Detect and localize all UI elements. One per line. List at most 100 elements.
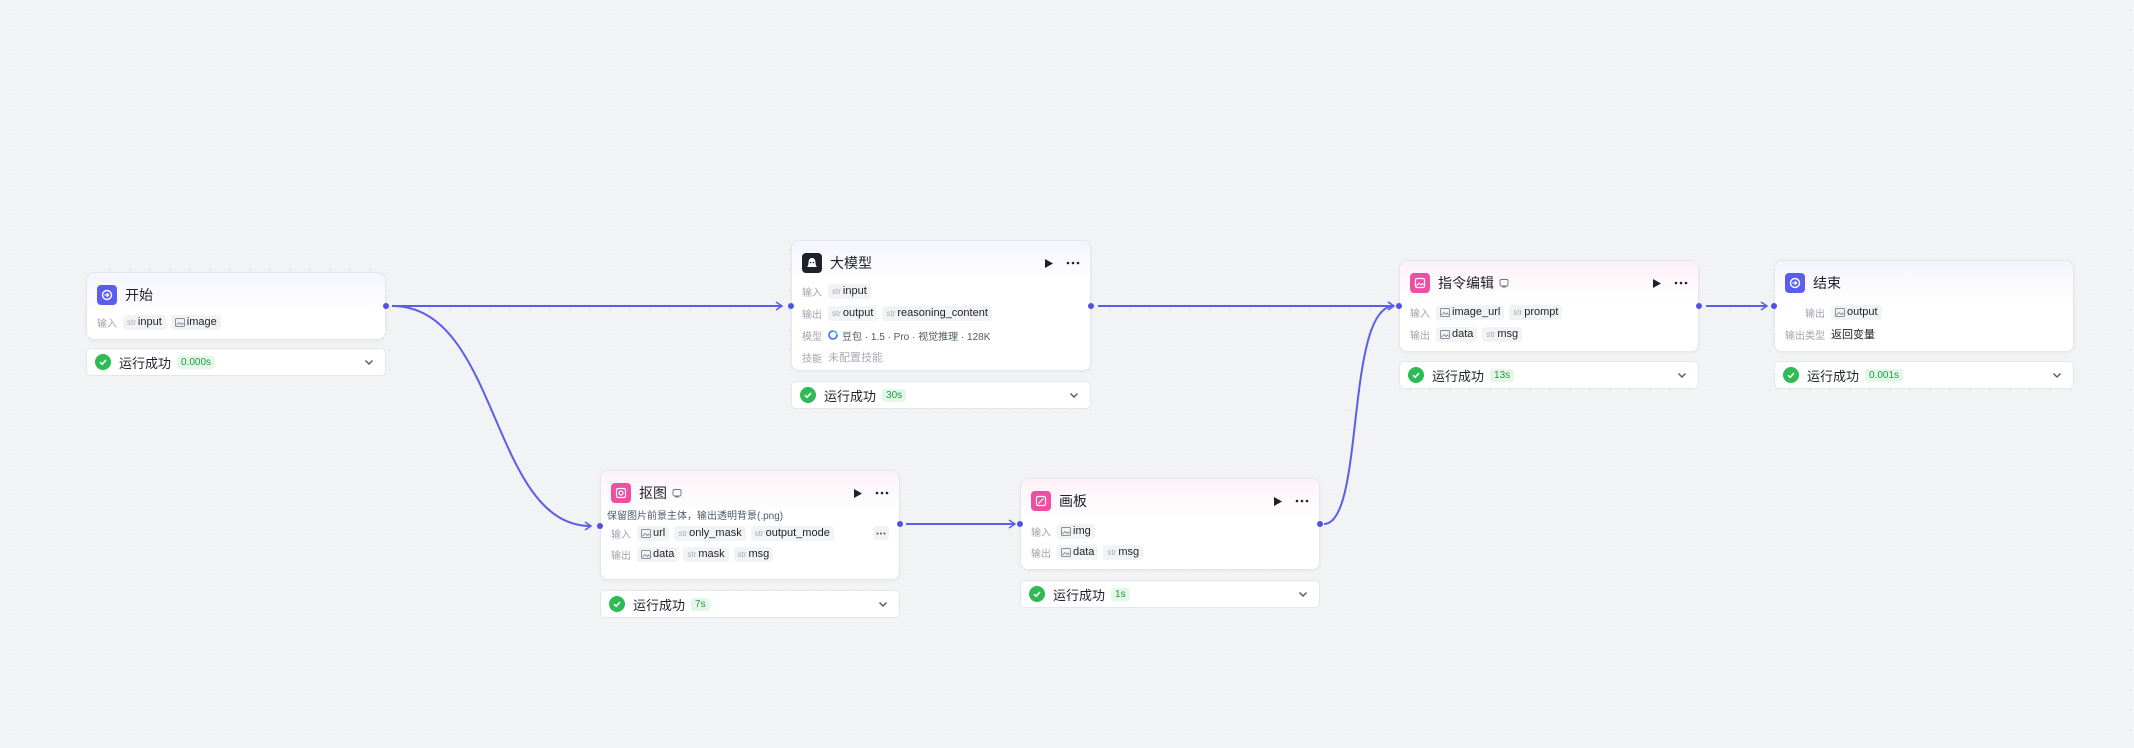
doubao-logo-icon: [828, 330, 838, 340]
output-port[interactable]: [1696, 303, 1702, 309]
param-name: data: [1452, 328, 1474, 340]
run-button[interactable]: [853, 488, 863, 499]
run-status-bar[interactable]: 运行成功 0.001s: [1774, 361, 2074, 389]
duration-badge: 30s: [882, 388, 907, 402]
end-icon: [1785, 273, 1805, 293]
node-title: 抠图: [639, 485, 667, 501]
chevron-down-icon[interactable]: [1676, 369, 1688, 381]
success-check-icon: [1408, 367, 1424, 383]
cutout-icon: [611, 483, 631, 503]
input-port[interactable]: [1396, 303, 1402, 309]
output-label: 输出: [1410, 330, 1430, 342]
success-check-icon: [1029, 586, 1045, 602]
duration-badge: 0.001s: [1865, 368, 1904, 382]
duration-badge: 0.000s: [177, 355, 216, 369]
run-button[interactable]: [1273, 496, 1283, 507]
run-button[interactable]: [1652, 278, 1662, 289]
type-prefix: str: [754, 528, 764, 538]
type-prefix: str: [678, 528, 688, 538]
duration-badge: 1s: [1111, 587, 1130, 601]
chevron-down-icon[interactable]: [1297, 588, 1309, 600]
input-port[interactable]: [1771, 303, 1777, 309]
duration-badge: 13s: [1490, 368, 1515, 382]
param-name: image_url: [1452, 306, 1501, 318]
image-type-icon: [1440, 307, 1450, 317]
input-port[interactable]: [597, 523, 603, 529]
more-icon[interactable]: [1674, 281, 1688, 285]
param-chip: image_url: [1436, 304, 1505, 320]
output-type-value: 返回变量: [1831, 329, 1875, 341]
more-params-icon[interactable]: [873, 526, 889, 540]
model-name: 豆包 · 1.5 · Pro · 视觉推理 · 128K: [842, 331, 991, 343]
node-title: 开始: [125, 287, 153, 303]
run-status-bar[interactable]: 运行成功 0.000s: [86, 348, 386, 376]
param-name: image: [186, 316, 217, 328]
edge-start-cutout: [391, 305, 593, 531]
edge-canvas-edit: [1323, 301, 1396, 525]
node-title: 结束: [1813, 275, 1841, 291]
chevron-down-icon[interactable]: [2051, 369, 2063, 381]
more-icon[interactable]: [1295, 499, 1309, 503]
image-type-icon: [174, 317, 185, 327]
status-text: 运行成功: [1807, 368, 1860, 384]
llm-icon: [802, 253, 822, 273]
input-label: 输入: [1031, 527, 1051, 539]
output-label: 输出: [1805, 308, 1825, 320]
output-label: 输出: [1031, 548, 1051, 560]
chevron-down-icon[interactable]: [877, 598, 889, 610]
node-title: 指令编辑: [1438, 275, 1494, 291]
output-type-label: 输出类型: [1785, 330, 1825, 342]
input-label: 输入: [97, 318, 117, 330]
output-port[interactable]: [897, 521, 903, 527]
param-name: input: [842, 285, 867, 297]
more-icon[interactable]: [1066, 261, 1080, 265]
run-status-bar[interactable]: 运行成功 7s: [600, 590, 900, 618]
type-prefix: str: [1513, 307, 1523, 317]
success-check-icon: [95, 354, 111, 370]
param-name: output: [842, 307, 874, 319]
param-name: msg: [1497, 328, 1519, 340]
more-icon[interactable]: [875, 491, 889, 495]
run-button[interactable]: [1044, 258, 1054, 269]
output-port[interactable]: [383, 303, 389, 309]
param-name: img: [1073, 525, 1091, 537]
chevron-down-icon[interactable]: [363, 356, 375, 368]
output-port[interactable]: [1088, 303, 1094, 309]
param-name: reasoning_content: [897, 307, 988, 319]
node-end[interactable]: 结束 输出 output 输出类型 返回变量: [1774, 260, 2074, 352]
image-type-icon: [641, 528, 651, 538]
param-chip: image: [170, 314, 221, 330]
input-port[interactable]: [788, 303, 794, 309]
input-label: 输入: [1410, 308, 1430, 320]
node-description: 保留图片前景主体，输出透明背景(.png): [607, 510, 784, 522]
model-label: 模型: [802, 331, 822, 343]
node-title: 画板: [1059, 493, 1087, 509]
param-chip: data: [637, 546, 679, 562]
input-port[interactable]: [1017, 521, 1023, 527]
output-port[interactable]: [1317, 521, 1323, 527]
output-label: 输出: [802, 309, 822, 321]
chevron-down-icon[interactable]: [1068, 389, 1080, 401]
duration-badge: 7s: [691, 597, 710, 611]
type-prefix: str: [1486, 329, 1496, 339]
run-status-bar[interactable]: 运行成功 30s: [791, 381, 1091, 409]
image-type-icon: [641, 549, 651, 559]
status-text: 运行成功: [1432, 368, 1485, 384]
input-label: 输入: [611, 529, 631, 541]
param-name: msg: [1118, 546, 1140, 558]
run-status-bar[interactable]: 运行成功 1s: [1020, 580, 1320, 608]
param-name: only_mask: [689, 527, 742, 539]
run-status-bar[interactable]: 运行成功 13s: [1399, 361, 1699, 389]
